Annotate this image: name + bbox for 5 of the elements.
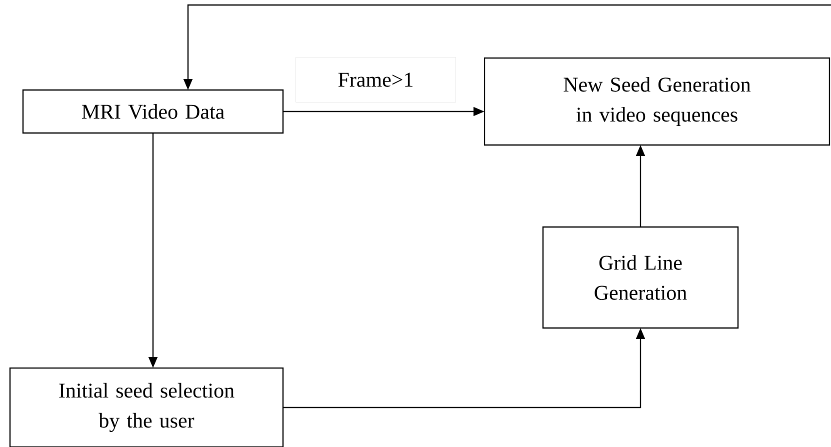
process-box: New Seed Generation in video sequences <box>484 57 830 146</box>
process-box: Grid Line Generation <box>542 226 739 329</box>
process-box: Initial seed selection by the user <box>9 367 284 447</box>
edge-label: Frame>1 <box>296 57 456 102</box>
process-box: MRI Video Data <box>22 89 284 134</box>
